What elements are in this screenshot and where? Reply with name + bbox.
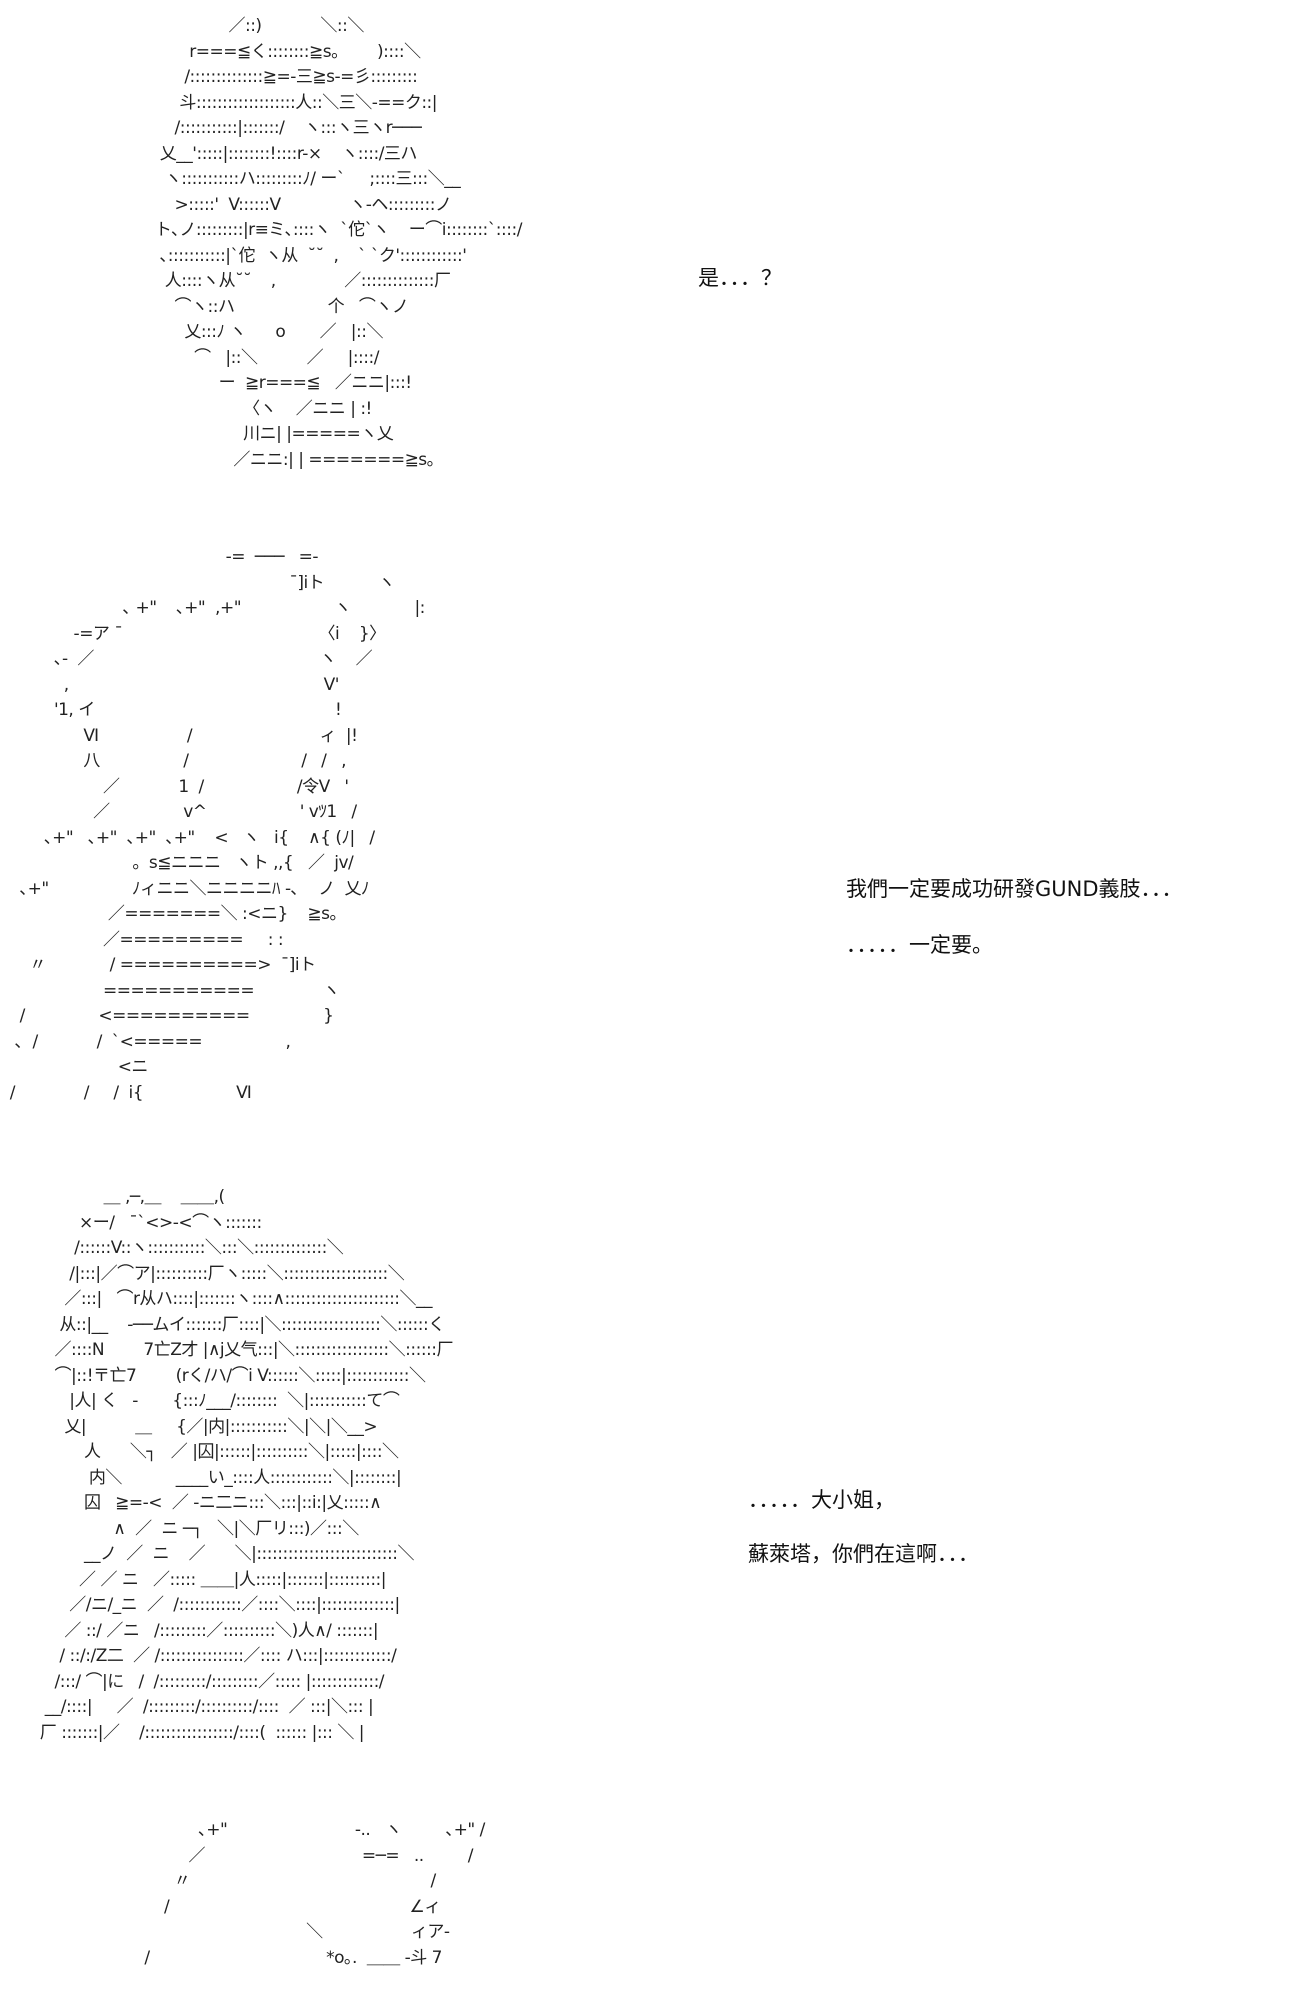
dialogue-line: ．．．．．一定要。: [846, 933, 993, 957]
dialogue-line: 蘇萊塔，你們在這啊．．．: [748, 1542, 979, 1566]
ascii-art-figure-3: ＿ ,─,＿ ＿＿,( ×ー/ ˉ`<>-<⌒ヽ::::::: /::::::V…: [39, 1187, 454, 1743]
dialogue-line: 是．．．？: [698, 266, 782, 290]
ascii-art-figure-2: -= ─── =- ˉ]iト ヽ ､ +" ､+" ,+" ヽ |: -=ア ˉ: [9, 547, 426, 1103]
dialogue-line: ．．．．．大小姐，: [748, 1488, 895, 1512]
ascii-art-figure-1: ／::) ＼::＼ r===≦く::::::::≧s。 )::::＼ /::::…: [154, 16, 523, 470]
dialogue-line: 我們一定要成功研發GUND義肢．．．: [846, 877, 1183, 901]
ascii-art-figure-4: ､+" -.. ヽ ､+" / ／ =─= .. / 〃 / /: [144, 1820, 485, 1968]
